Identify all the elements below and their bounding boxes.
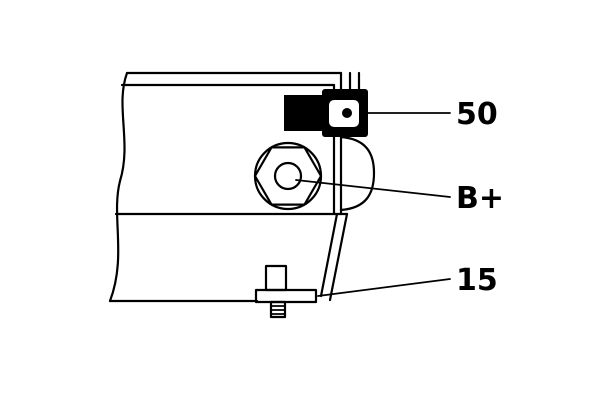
bplus-stud xyxy=(273,161,303,191)
terminal-bplus-nut xyxy=(253,141,323,211)
callout-line-15 xyxy=(317,278,451,297)
terminal-50-connector xyxy=(284,89,368,137)
callout-line-bplus xyxy=(295,179,451,198)
bplus-washer-circle xyxy=(253,141,323,211)
label-terminal-15: 15 xyxy=(456,263,498,298)
terminal-50-pin xyxy=(342,108,352,118)
body-left-break-edge xyxy=(108,71,129,303)
screw-threads xyxy=(270,305,286,315)
lower-right-slant-inner xyxy=(319,212,339,298)
bracket-tab xyxy=(264,264,288,292)
label-terminal-50: 50 xyxy=(456,97,498,132)
terminal-15-bracket xyxy=(254,264,318,319)
lower-right-slant-outer xyxy=(328,212,349,302)
callouts: 50 B+ 15 xyxy=(295,97,504,298)
bracket-base xyxy=(254,288,318,304)
bplus-hex-nut xyxy=(253,146,323,206)
label-terminal-bplus: B+ xyxy=(456,181,504,216)
terminal-50-body xyxy=(284,95,324,131)
endcap-bulge xyxy=(339,135,376,212)
